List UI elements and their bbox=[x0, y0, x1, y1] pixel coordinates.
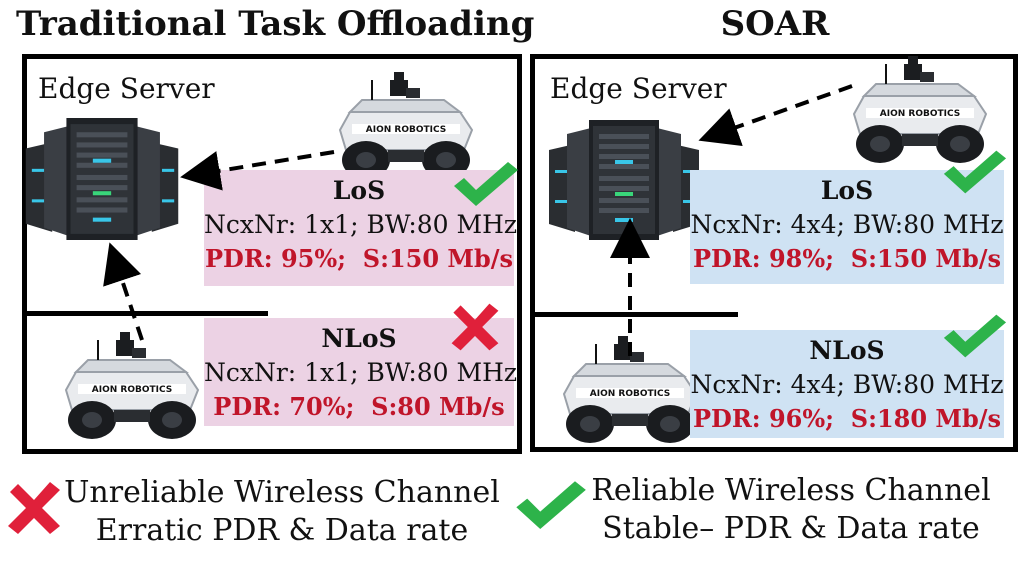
right-nlos-box: NLoS NcxNr: 4x4; BW:80 MHz PDR: 96%; S:1… bbox=[690, 330, 1004, 438]
right-nlos-speed: S:180 Mb/s bbox=[850, 404, 1002, 433]
right-los-metrics: PDR: 98%; S:150 Mb/s bbox=[690, 242, 1004, 276]
left-los-config: NcxNr: 1x1; BW:80 MHz bbox=[204, 210, 518, 239]
left-nlos-config: NcxNr: 1x1; BW:80 MHz bbox=[204, 358, 518, 387]
left-nlos-metrics: PDR: 70%; S:80 Mb/s bbox=[204, 390, 514, 424]
left-los-heading: LoS bbox=[332, 176, 386, 205]
right-los-speed: S:150 Mb/s bbox=[850, 244, 1002, 273]
right-los-heading: LoS bbox=[820, 176, 874, 205]
left-nlos-arrow bbox=[103, 242, 144, 341]
right-panel-title: SOAR bbox=[720, 4, 830, 44]
legend-cross-icon bbox=[4, 478, 64, 538]
left-los-box: LoS NcxNr: 1x1; BW:80 MHz PDR: 95%; S:15… bbox=[204, 170, 518, 286]
right-nlos-config: NcxNr: 4x4; BW:80 MHz bbox=[690, 370, 1004, 399]
left-los-arrow bbox=[180, 150, 335, 191]
left-nlos-speed: S:80 Mb/s bbox=[371, 392, 505, 421]
right-panel-divider bbox=[530, 312, 738, 317]
legend-unreliable: Unreliable Wireless Channel Erratic PDR … bbox=[62, 474, 502, 550]
left-panel-title: Traditional Task Offloading bbox=[16, 4, 535, 44]
right-edge-server-label: Edge Server bbox=[550, 72, 727, 105]
right-los-config: NcxNr: 4x4; BW:80 MHz bbox=[690, 210, 1004, 239]
left-panel-divider bbox=[22, 311, 268, 316]
left-edge-server-label: Edge Server bbox=[38, 72, 215, 105]
right-nlos-pdr: PDR: 96%; bbox=[692, 404, 835, 433]
legend-reliable-line2: Stable– PDR & Data rate bbox=[602, 511, 980, 546]
right-los-box: LoS NcxNr: 4x4; BW:80 MHz PDR: 98%; S:15… bbox=[690, 170, 1004, 284]
legend-unreliable-line2: Erratic PDR & Data rate bbox=[95, 513, 469, 548]
legend-unreliable-line1: Unreliable Wireless Channel bbox=[64, 475, 500, 510]
right-nlos-heading: NLoS bbox=[809, 336, 885, 365]
legend-reliable: Reliable Wireless Channel Stable– PDR & … bbox=[586, 472, 996, 548]
left-los-pdr: PDR: 95%; bbox=[204, 244, 347, 273]
legend-check-icon bbox=[512, 476, 588, 532]
left-los-speed: S:150 Mb/s bbox=[362, 244, 514, 273]
right-los-arrow bbox=[698, 84, 853, 147]
left-nlos-pdr: PDR: 70%; bbox=[213, 392, 355, 421]
right-los-pdr: PDR: 98%; bbox=[692, 244, 835, 273]
right-nlos-metrics: PDR: 96%; S:180 Mb/s bbox=[690, 402, 1004, 436]
legend-reliable-line1: Reliable Wireless Channel bbox=[591, 473, 991, 508]
left-nlos-heading: NLoS bbox=[321, 324, 397, 353]
left-los-metrics: PDR: 95%; S:150 Mb/s bbox=[204, 242, 514, 276]
